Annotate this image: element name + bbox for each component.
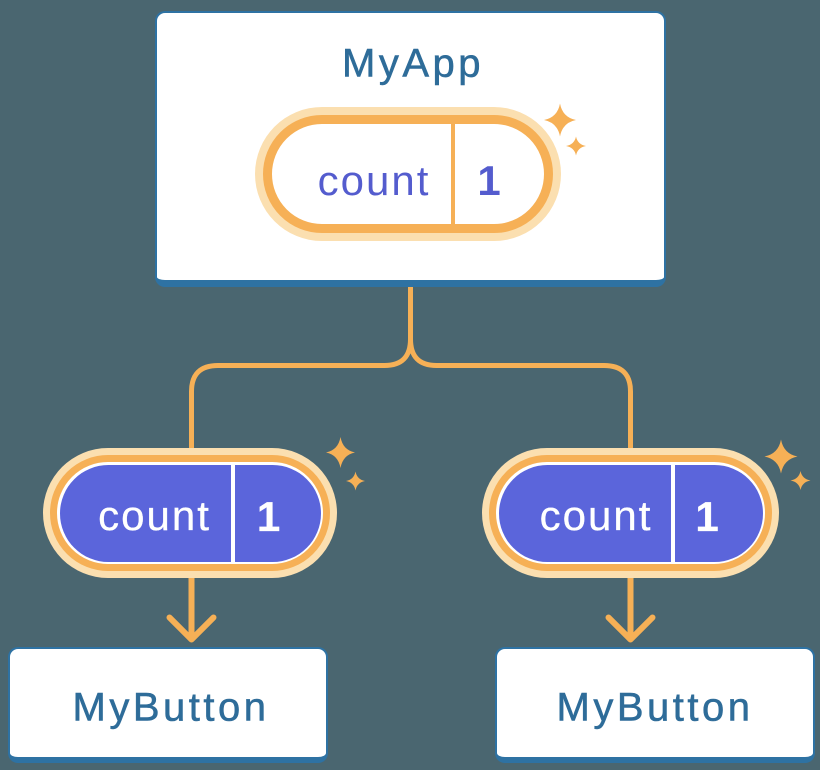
sparkle-icon-right-big: [764, 439, 798, 474]
node-myapp-title: MyApp: [342, 41, 484, 86]
arrow-right: [605, 578, 656, 643]
left-prop-key: count: [98, 491, 211, 539]
root-state-pill: [263, 115, 553, 233]
node-mybutton-left-title: MyButton: [72, 685, 270, 730]
root-state-value: 1: [477, 156, 501, 204]
sparkle-icon-left-small: [346, 471, 365, 491]
node-myapp-card: [155, 11, 666, 287]
right-prop-key: count: [539, 491, 653, 539]
connector-edge-left: [189, 287, 413, 448]
connector-edge-right: [408, 287, 633, 448]
sparkle-icon-left-big: [326, 437, 355, 468]
right-prop-value: 1: [695, 493, 719, 540]
node-mybutton-right-card: [495, 647, 815, 763]
node-mybutton-right-title: MyButton: [556, 685, 754, 730]
node-mybutton-left-card: [8, 647, 328, 763]
left-prop-pill-divider: [231, 464, 235, 562]
left-prop-value: 1: [256, 493, 281, 540]
sparkle-icon-top-big: [544, 103, 576, 137]
root-state-pill-divider: [450, 122, 455, 226]
sparkle-icon-top-small: [566, 136, 586, 156]
right-prop-pill-divider: [671, 464, 675, 562]
root-state-key: count: [317, 157, 431, 204]
right-prop-pill: [498, 464, 763, 562]
arrow-left: [166, 578, 217, 643]
left-prop-pill: [59, 464, 321, 562]
sparkle-icon-right-small: [790, 471, 811, 490]
